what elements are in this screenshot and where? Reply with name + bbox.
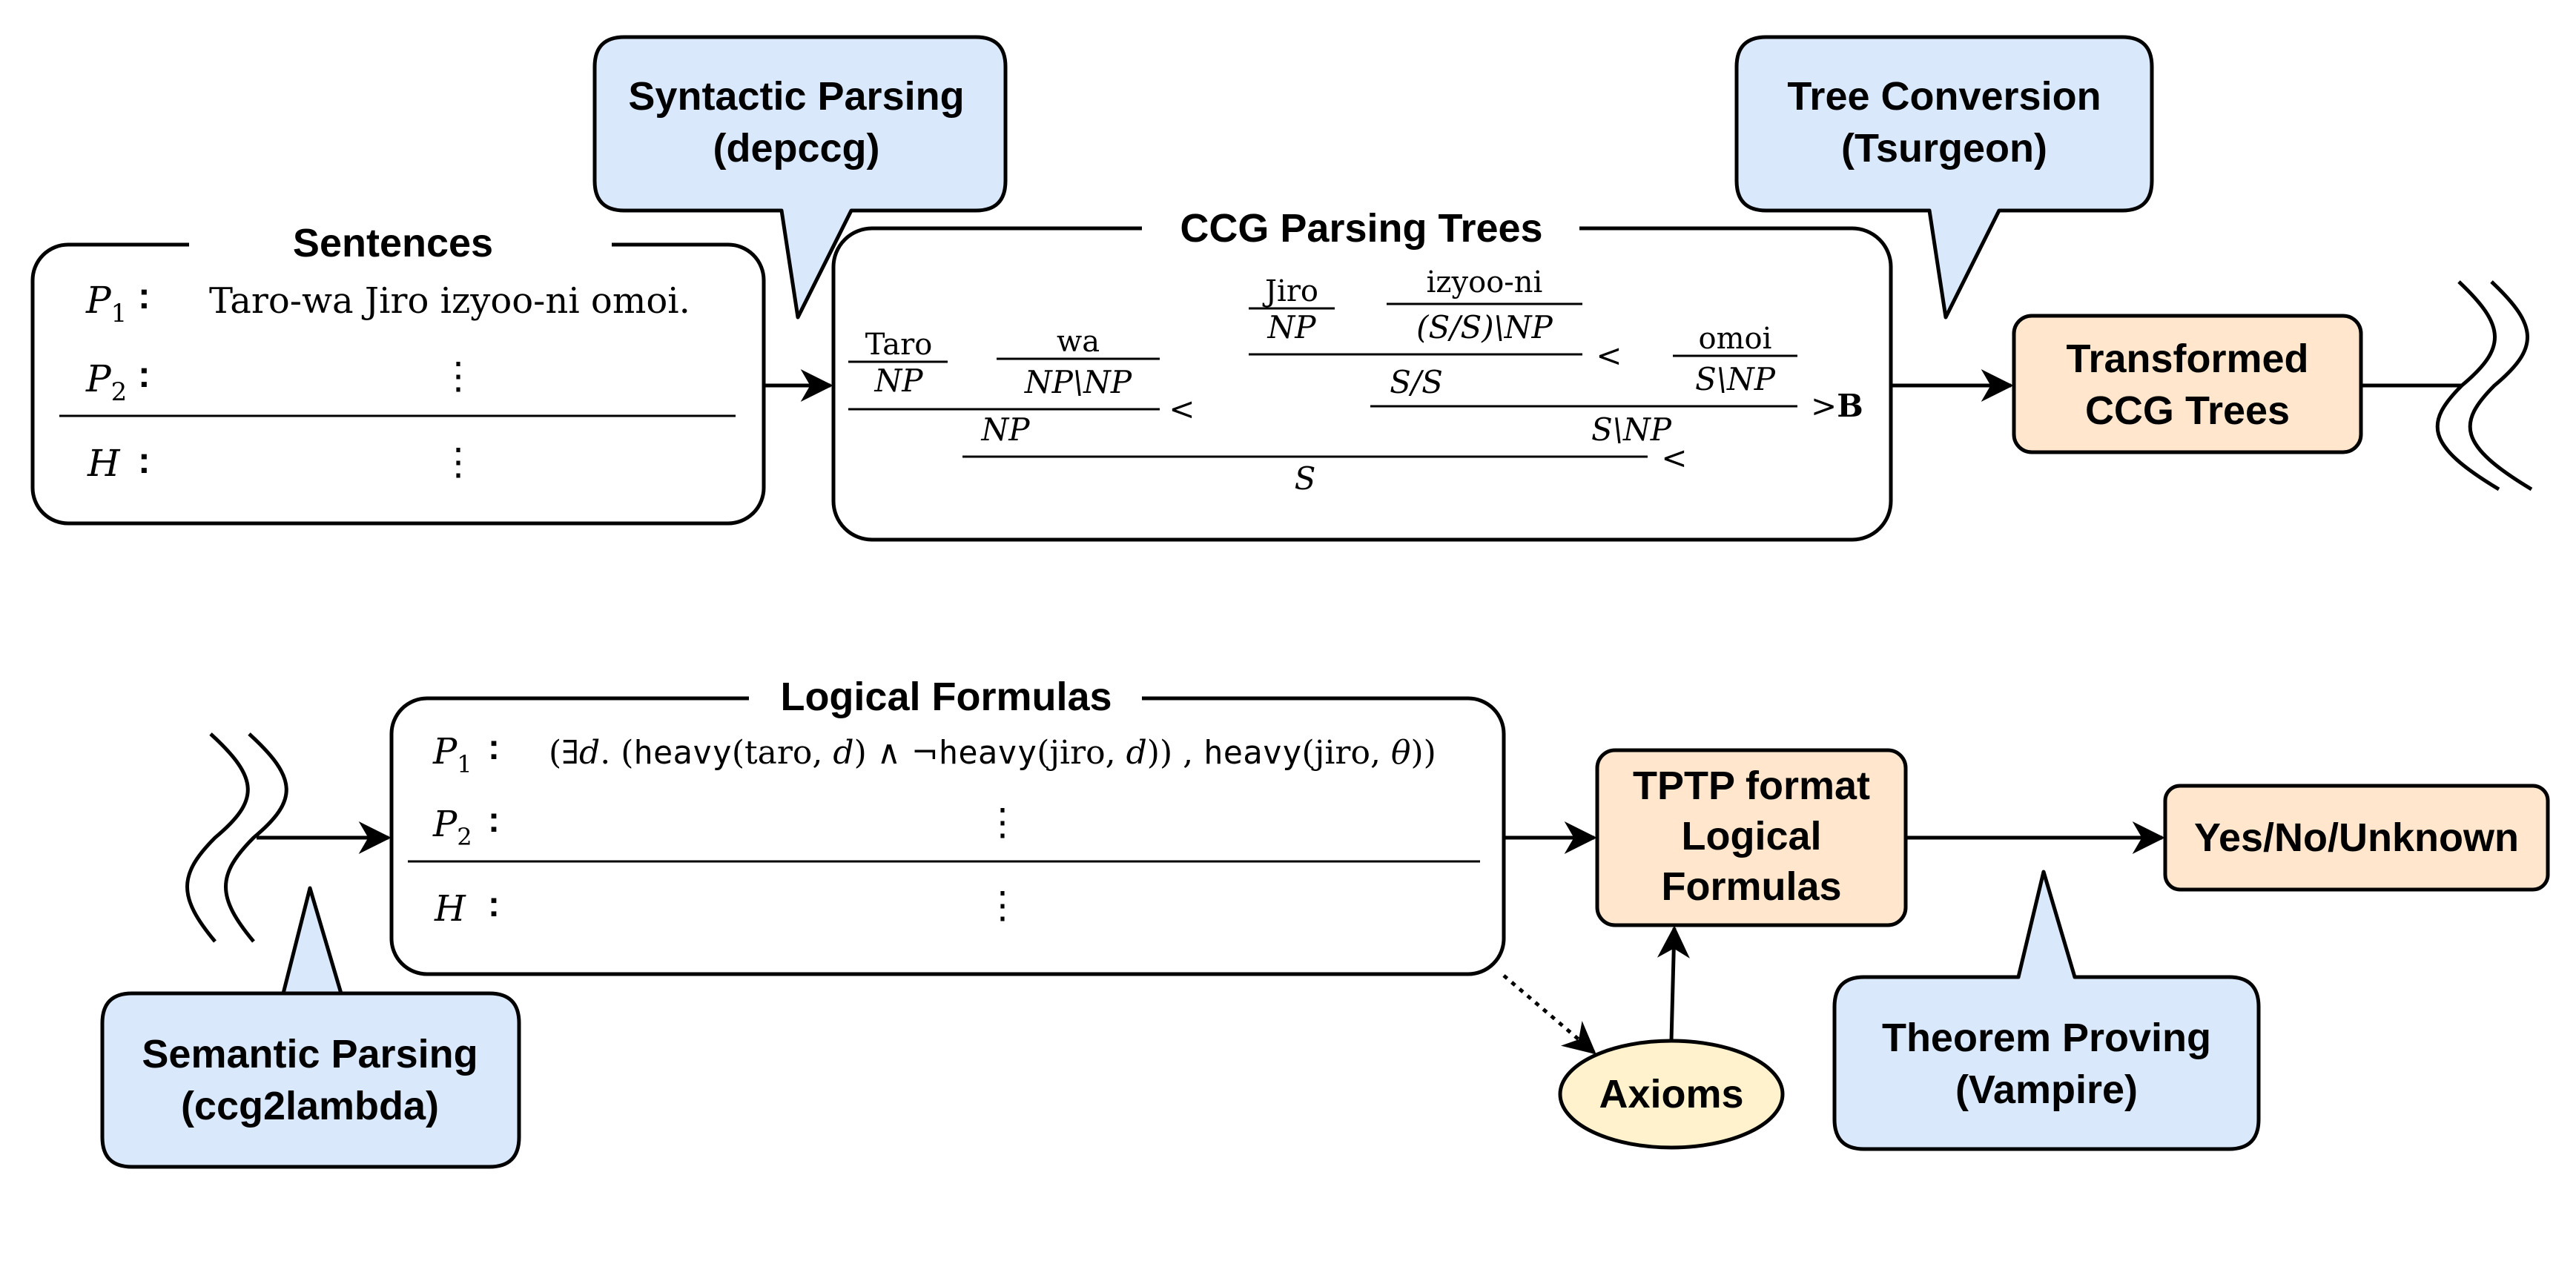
ccg-word-wa: wa <box>1057 325 1100 359</box>
ccg-op-taro-wa: < <box>1169 391 1195 427</box>
ccg-cat-wa: NP\NP <box>1024 364 1132 400</box>
arrow-logical-to-axioms <box>1502 974 1596 1055</box>
sentences-p2-vdots: ⋮ <box>440 354 477 397</box>
ccg-cat-jiro: NP <box>1266 309 1316 345</box>
ccg-cat-taro: NP <box>873 363 923 399</box>
sentences-box: Sentences P1 : Taro-wa Jiro izyoo-ni omo… <box>30 221 766 526</box>
sentences-h-label: H <box>87 442 121 485</box>
syntactic-parsing-label: Syntactic Parsing <box>628 74 964 119</box>
logical-h-vdots: ⋮ <box>984 884 1021 927</box>
semantic-parsing-callout: Semantic Parsing (ccg2lambda) <box>100 886 521 1169</box>
syntactic-parsing-callout: Syntactic Parsing (depccg) <box>592 35 1008 320</box>
ccg-op-jiro-izyoo: < <box>1596 337 1622 374</box>
sentences-title: Sentences <box>293 221 493 265</box>
ccg-op-final: < <box>1661 440 1687 476</box>
ccg-cat-final: S <box>1295 460 1316 497</box>
tptp-label-1: TPTP format <box>1633 764 1870 808</box>
sentences-p1-label: P1 <box>85 279 127 328</box>
transformed-ccg-box: Transformed CCG Trees <box>2012 314 2363 454</box>
transformed-label-1: Transformed <box>2066 337 2308 381</box>
logical-formulas-box: Logical Formulas P1 : (∃d. (heavy(taro, … <box>389 675 1506 976</box>
ccg-cat-compose: S\NP <box>1591 411 1672 448</box>
ccg-trees-title: CCG Parsing Trees <box>1180 206 1542 251</box>
ccg-cat-izyoo: (S/S)\NP <box>1416 309 1553 345</box>
ccg-word-izyoo: izyoo-ni <box>1427 265 1543 299</box>
tptp-label-2: Logical <box>1681 814 1821 858</box>
ccg-cat-omoi: S\NP <box>1695 361 1776 397</box>
logical-h-label: H <box>434 888 466 930</box>
tree-conversion-tool: (Tsurgeon) <box>1841 126 2047 171</box>
syntactic-parsing-tool: (depccg) <box>713 126 879 171</box>
ccg-cat-taro-wa: NP <box>980 411 1030 448</box>
axioms-node: Axioms <box>1558 1039 1785 1150</box>
sentences-p1-colon: : <box>138 275 151 317</box>
result-box: Yes/No/Unknown <box>2163 784 2550 892</box>
theorem-proving-tool: (Vampire) <box>1955 1068 2138 1112</box>
logical-p1-colon: : <box>488 728 500 767</box>
logical-p1-formula: (∃d. (heavy(taro, d) ∧ ¬heavy(jiro, d)) … <box>549 734 1436 772</box>
logical-p2-colon: : <box>488 801 500 840</box>
ccg-word-omoi: omoi <box>1699 322 1772 356</box>
tptp-label-3: Formulas <box>1661 864 1841 909</box>
sentences-h-vdots: ⋮ <box>440 440 477 483</box>
sentences-p2-colon: : <box>138 354 151 395</box>
ccg-op-compose: >B <box>1811 388 1863 424</box>
tptp-box: TPTP format Logical Formulas <box>1595 748 1908 927</box>
continuation-break-top <box>2435 280 2533 491</box>
ccg-cat-jiro-izyoo: S/S <box>1390 364 1443 400</box>
theorem-proving-label: Theorem Proving <box>1882 1016 2211 1060</box>
ccg-word-jiro: Jiro <box>1262 274 1318 308</box>
continuation-break-bottom <box>185 732 288 943</box>
result-label: Yes/No/Unknown <box>2194 815 2519 860</box>
sentences-h-colon: : <box>138 440 151 481</box>
logical-p2-vdots: ⋮ <box>984 801 1021 844</box>
logical-h-colon: : <box>488 885 500 924</box>
logical-p2-label: P2 <box>432 804 472 851</box>
arrow-axioms-to-tptp <box>1657 925 1690 1042</box>
transformed-label-2: CCG Trees <box>2085 388 2290 433</box>
semantic-parsing-tool: (ccg2lambda) <box>181 1084 439 1128</box>
ccg-word-taro: Taro <box>865 328 933 362</box>
axioms-label: Axioms <box>1599 1072 1743 1116</box>
semantic-parsing-label: Semantic Parsing <box>142 1032 478 1076</box>
tree-conversion-callout: Tree Conversion (Tsurgeon) <box>1734 35 2154 320</box>
sentences-p2-label: P2 <box>85 357 127 407</box>
sentences-p1-text: Taro-wa Jiro izyoo-ni omoi. <box>209 280 690 322</box>
logical-p1-label: P1 <box>432 731 472 778</box>
theorem-proving-callout: Theorem Proving (Vampire) <box>1832 870 2261 1151</box>
ccg-trees-box: CCG Parsing Trees Taro NP wa NP\NP < NP … <box>831 206 1893 542</box>
logical-formulas-title: Logical Formulas <box>780 675 1112 719</box>
tree-conversion-label: Tree Conversion <box>1787 74 2101 119</box>
